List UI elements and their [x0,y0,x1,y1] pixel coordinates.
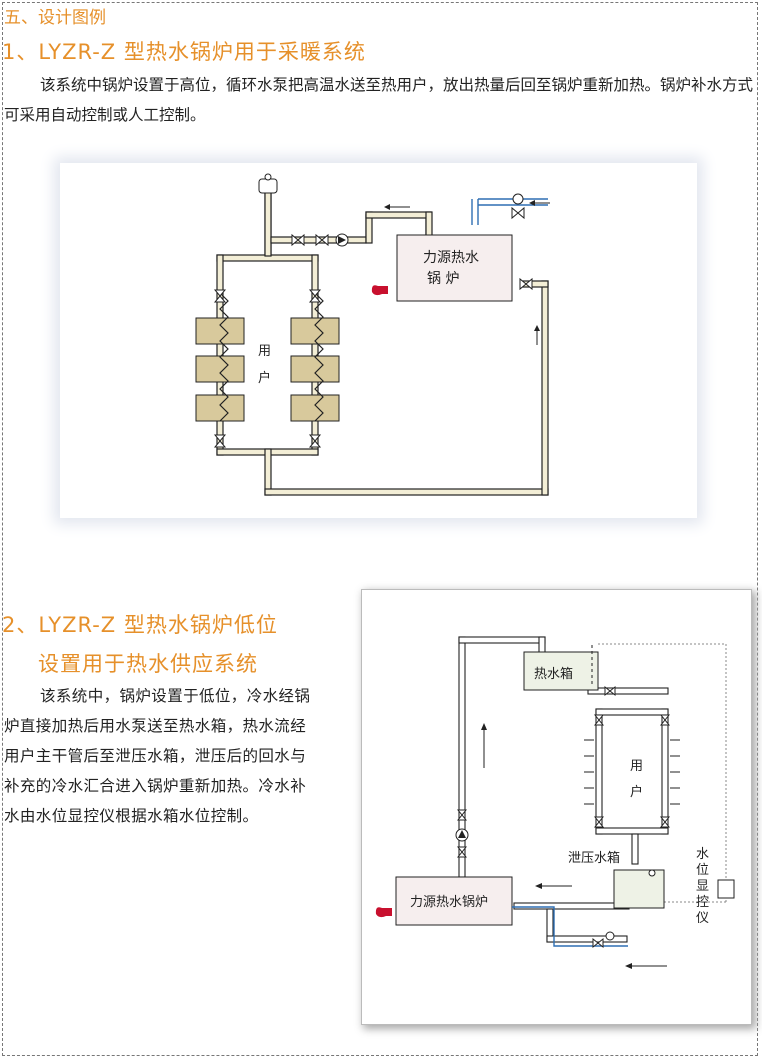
level-ctrl-3: 显 [696,879,709,894]
part1-title: 1、LYZR-Z 型热水锅炉用于采暖系统 [2,40,366,64]
boiler-label: 力源热水锅炉 [410,894,488,910]
heating-system-diagram: 力源热水 锅 炉 用 户 [60,163,697,518]
burner-icon [371,285,388,296]
relief-tank-label: 泄压水箱 [568,850,620,866]
level-ctrl-2: 位 [696,863,709,878]
part2-paragraph: 该系统中，锅炉设置于低位，冷水经锅炉直接加热后用水泵送至热水箱，热水流经用户主干… [4,687,311,825]
hot-water-supply-svg: 热水箱 用 户 泄压水箱 水 位 显 控 仪 [375,636,735,969]
user-label-1: 用 [630,759,643,774]
expansion-tank-icon [258,178,278,194]
heating-system-svg: 力源热水 锅 炉 用 户 [195,173,550,496]
level-ctrl-1: 水 [696,847,709,862]
burner-icon [375,907,392,918]
user-label-2: 户 [258,370,271,386]
part2-title-line1: 2、LYZR-Z 型热水锅炉低位 [2,613,278,637]
user-label-2: 户 [630,784,643,800]
level-ctrl-4: 控 [696,895,709,910]
level-controller-icon [717,879,735,899]
relief-tank [613,869,665,909]
boiler-label-2: 锅 炉 [427,271,459,287]
level-ctrl-5: 仪 [696,911,709,926]
boiler-box [395,876,513,926]
hot-water-supply-diagram: 热水箱 用 户 泄压水箱 水 位 显 控 仪 [361,589,752,1025]
section-title: 五、设计图例 [4,8,106,28]
hot-tank-label: 热水箱 [534,666,573,682]
part2-title-line2: 设置用于热水供应系统 [38,652,258,676]
part1-paragraph: 该系统中锅炉设置于高位，循环水泵把高温水送至热用户，放出热量后回至锅炉重新加热。… [4,76,754,124]
hot-water-tank [523,651,599,691]
tap-icons [584,739,680,805]
boiler-box [396,234,513,302]
boiler-label-1: 力源热水 [423,250,479,266]
user-label-1: 用 [258,344,271,359]
